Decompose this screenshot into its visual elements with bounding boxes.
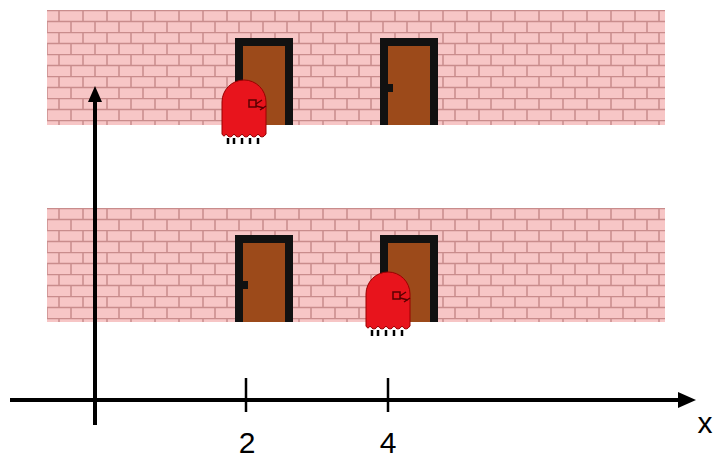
door bbox=[235, 38, 438, 322]
brick-wall bbox=[47, 10, 665, 322]
tick-label: 2 bbox=[239, 428, 256, 458]
axis-label: x bbox=[698, 408, 713, 438]
ghost bbox=[222, 80, 410, 336]
tick-label: 4 bbox=[380, 428, 397, 458]
axes bbox=[10, 86, 696, 425]
